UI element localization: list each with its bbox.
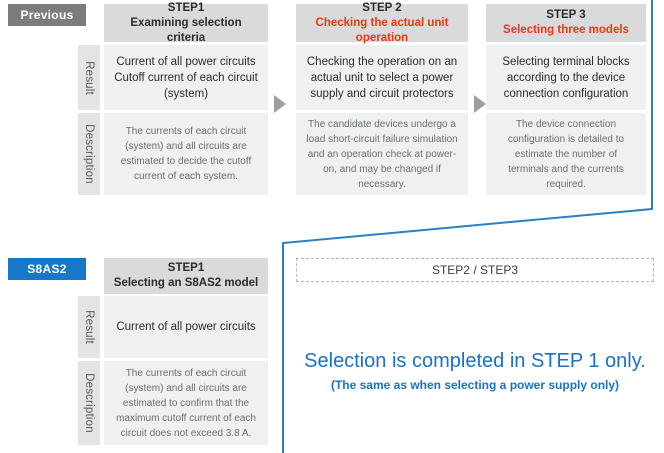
row-label-result-s8as2: Result (78, 296, 100, 358)
merged-steps-box: STEP2 / STEP3 (296, 258, 654, 282)
row-label-description-previous: Description (78, 113, 100, 195)
step-description-prev-3: The device connection configuration is d… (486, 113, 646, 195)
step-result-s8as2-1: Current of all power circuits (104, 296, 268, 358)
step-header-prev-2: STEP 2 Checking the actual unit operatio… (296, 1, 468, 44)
step-number-prev-3: STEP 3 (546, 9, 586, 21)
row-label-result-previous: Result (78, 45, 100, 110)
step-result-prev-3: Selecting terminal blocks according to t… (486, 45, 646, 110)
step-header-prev-1: STEP1 Examining selection criteria (104, 1, 268, 44)
section-badge-previous: Previous (8, 4, 86, 26)
step-number-prev-1: STEP1 (167, 1, 205, 14)
step-title-prev-1: Examining selection criteria (130, 16, 242, 44)
step-title-s8as2-1: Selecting an S8AS2 model (113, 277, 259, 289)
step-header-prev-3: STEP 3 Selecting three models (486, 4, 646, 42)
flow-arrow-right-icon-2 (474, 95, 486, 113)
row-label-description-s8as2: Description (78, 361, 100, 445)
step-description-prev-1: The currents of each circuit (system) an… (104, 113, 268, 195)
step-description-prev-2: The candidate devices undergo a load sho… (296, 113, 468, 195)
conclusion-subtext: (The same as when selecting a power supp… (330, 378, 620, 392)
step-header-s8as2-1: STEP1 Selecting an S8AS2 model (104, 258, 268, 294)
step-number-s8as2-1: STEP1 (167, 262, 205, 274)
conclusion-headline: Selection is completed in STEP 1 only. (304, 350, 646, 372)
flow-arrow-right-icon-1 (274, 95, 286, 113)
step-description-s8as2-1: The currents of each circuit (system) an… (104, 361, 268, 445)
step-number-prev-2: STEP 2 (362, 1, 402, 14)
step-title-prev-3: Selecting three models (503, 24, 629, 36)
step-result-prev-2: Checking the operation on an actual unit… (296, 45, 468, 110)
step-title-prev-2: Checking the actual unit operation (315, 16, 449, 44)
section-badge-s8as2: S8AS2 (8, 258, 86, 280)
